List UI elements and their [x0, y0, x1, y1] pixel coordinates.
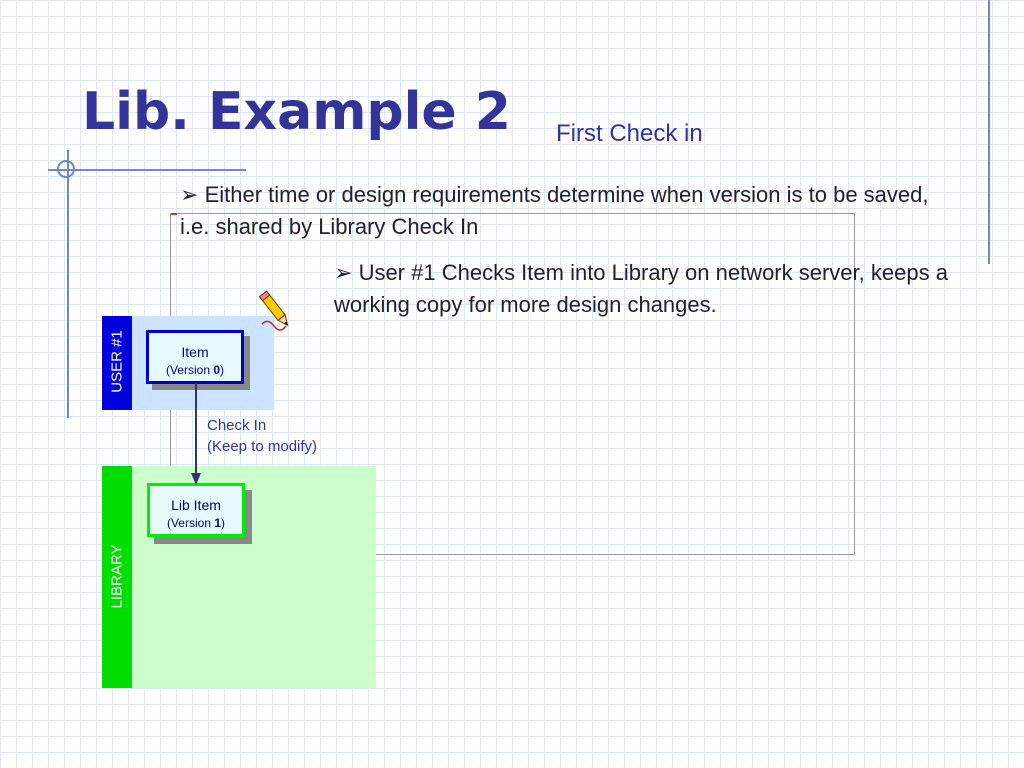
- check-in-label: Check In (Keep to modify): [207, 415, 317, 457]
- bullet-2: ➢ User #1 Checks Item into Library on ne…: [334, 257, 964, 321]
- user-lane-bar: [102, 316, 132, 410]
- bullet-2-glyph: ➢: [334, 260, 353, 285]
- library-lane-bar: [102, 466, 132, 688]
- lib-item-node-version: (Version 1): [150, 514, 242, 532]
- item-node-version-prefix: (Version: [165, 363, 214, 377]
- item-node-name: Item: [181, 344, 209, 360]
- lib-item-node: Lib Item (Version 1): [147, 483, 245, 537]
- item-node-version-suffix: ): [220, 363, 225, 377]
- item-node-version-number: 0: [213, 363, 221, 377]
- frame-corner-mark: [171, 213, 177, 215]
- title-underline: [48, 169, 246, 171]
- item-node: Item (Version 0): [146, 330, 244, 384]
- bullet-2-text: User #1 Checks Item into Library on netw…: [334, 260, 948, 317]
- slide-subtitle: First Check in: [556, 120, 703, 147]
- item-node-version: (Version 0): [149, 361, 241, 379]
- bullet-1: ➢ Either time or design requirements det…: [180, 179, 950, 243]
- lib-item-node-version-number: 1: [214, 516, 222, 530]
- check-in-label-line2: (Keep to modify): [207, 438, 318, 455]
- left-decorative-line: [67, 150, 69, 418]
- check-in-label-line1: Check In: [207, 417, 267, 434]
- lib-item-node-version-prefix: (Version: [166, 516, 215, 530]
- lib-item-node-version-suffix: ): [221, 516, 226, 530]
- crosshair-circle: [57, 160, 75, 178]
- right-decorative-line: [988, 0, 990, 264]
- user-lane-label: USER #1: [108, 330, 126, 393]
- bullet-1-text: Either time or design requirements deter…: [180, 182, 929, 239]
- check-in-arrow: [191, 383, 201, 485]
- bullet-1-glyph: ➢: [180, 182, 199, 207]
- pencil-icon: [258, 290, 289, 331]
- library-lane-label: LIBRARY: [108, 544, 126, 609]
- lib-item-node-name: Lib Item: [171, 497, 221, 513]
- slide-title: Lib. Example 2: [82, 82, 511, 142]
